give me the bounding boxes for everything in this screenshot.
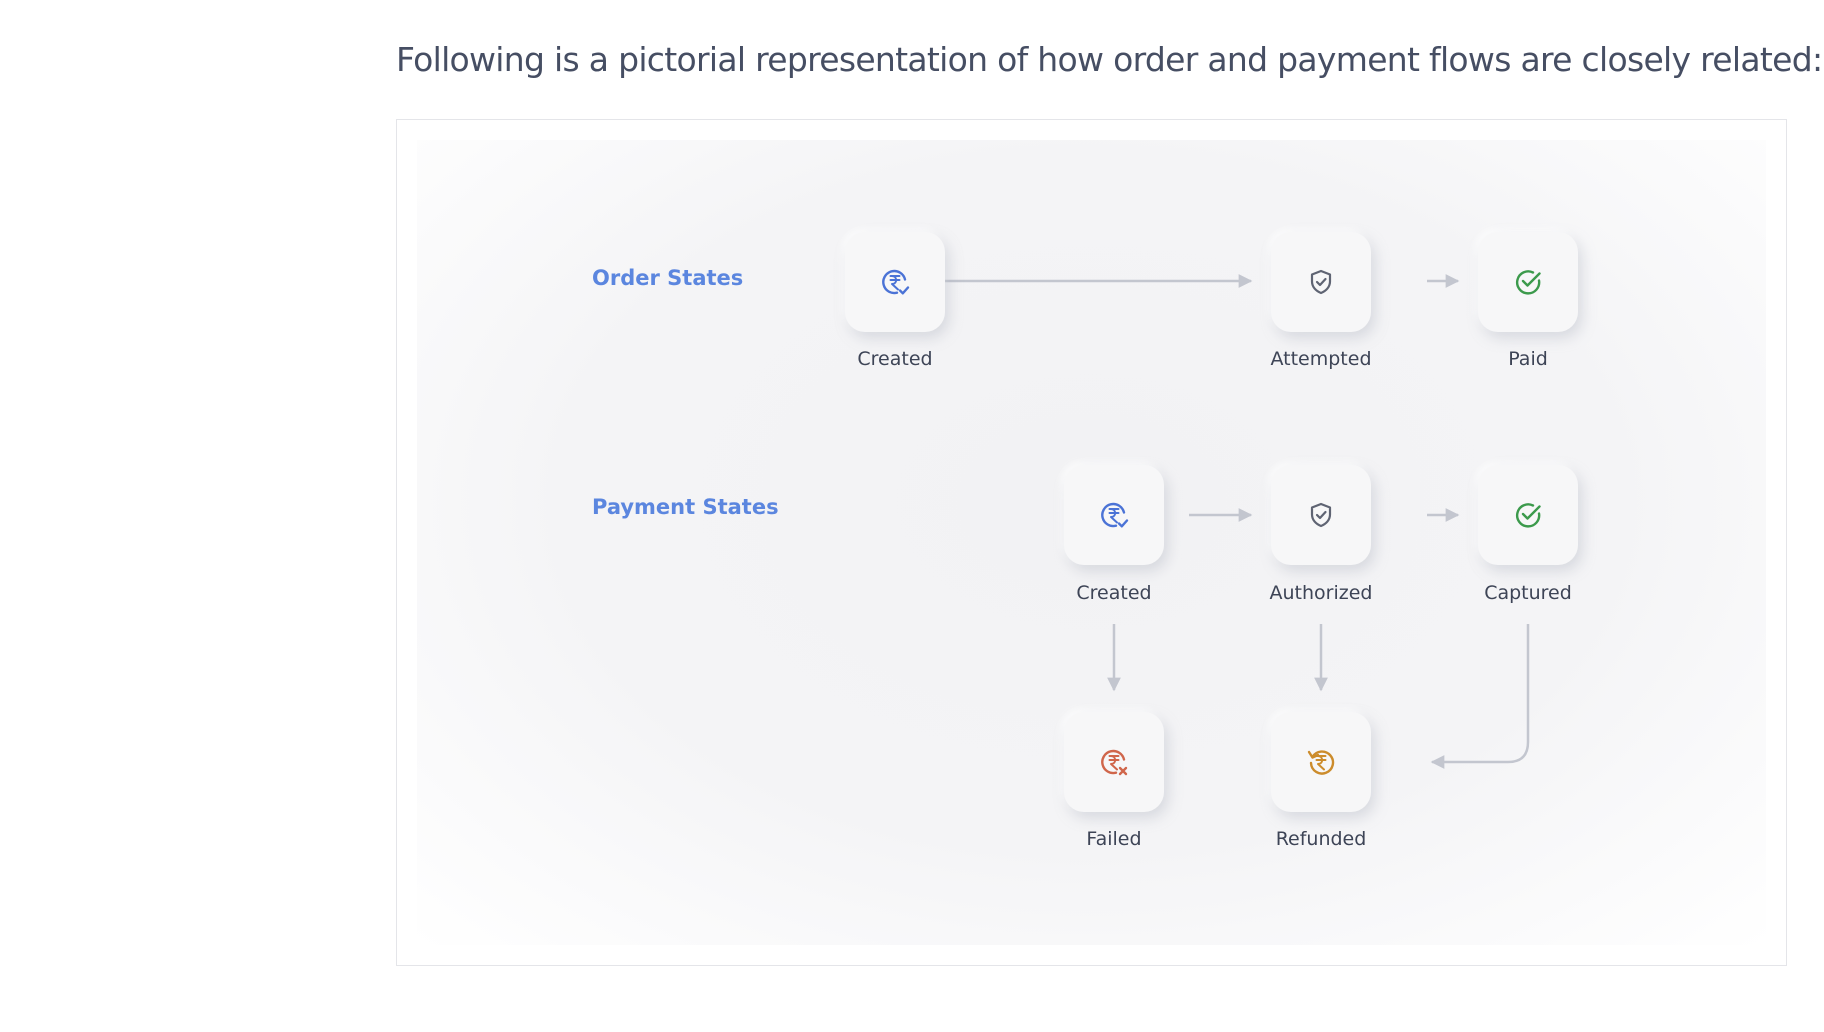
shield-check-icon [1310,269,1332,295]
node-payment-failed [1064,712,1164,812]
node-order-paid-label: Paid [1508,348,1548,370]
diagram-frame: Order States Payment States Created Atte… [396,119,1787,966]
node-order-attempted [1271,232,1371,332]
rupee-cross-icon [1101,749,1128,776]
shield-check-icon [1310,502,1332,528]
flow-arrows [945,274,1530,769]
intro-heading: Following is a pictorial representation … [396,40,1823,79]
node-payment-authorized-label: Authorized [1269,582,1373,604]
node-payment-refunded-label: Refunded [1275,828,1367,850]
node-order-created-label: Created [857,348,933,370]
rupee-check-icon [882,269,910,295]
rupee-check-icon [1101,502,1129,528]
node-payment-created [1064,465,1164,565]
diagram-panel: Order States Payment States Created Atte… [417,140,1766,945]
rupee-refund-icon [1307,750,1335,775]
check-circle-icon [1516,503,1541,528]
payment-states-label: Payment States [592,495,779,519]
node-payment-refunded [1271,712,1371,812]
order-states-label: Order States [592,266,744,290]
node-payment-captured-label: Captured [1484,582,1572,604]
node-payment-created-label: Created [1076,582,1152,604]
check-circle-icon [1516,270,1541,295]
node-payment-failed-label: Failed [1086,828,1142,850]
node-order-created [845,232,945,332]
node-payment-authorized [1271,465,1371,565]
node-order-paid [1478,232,1578,332]
arrow-payment-captured-to-refunded [1430,624,1530,769]
node-payment-captured [1478,465,1578,565]
node-order-attempted-label: Attempted [1270,348,1372,370]
